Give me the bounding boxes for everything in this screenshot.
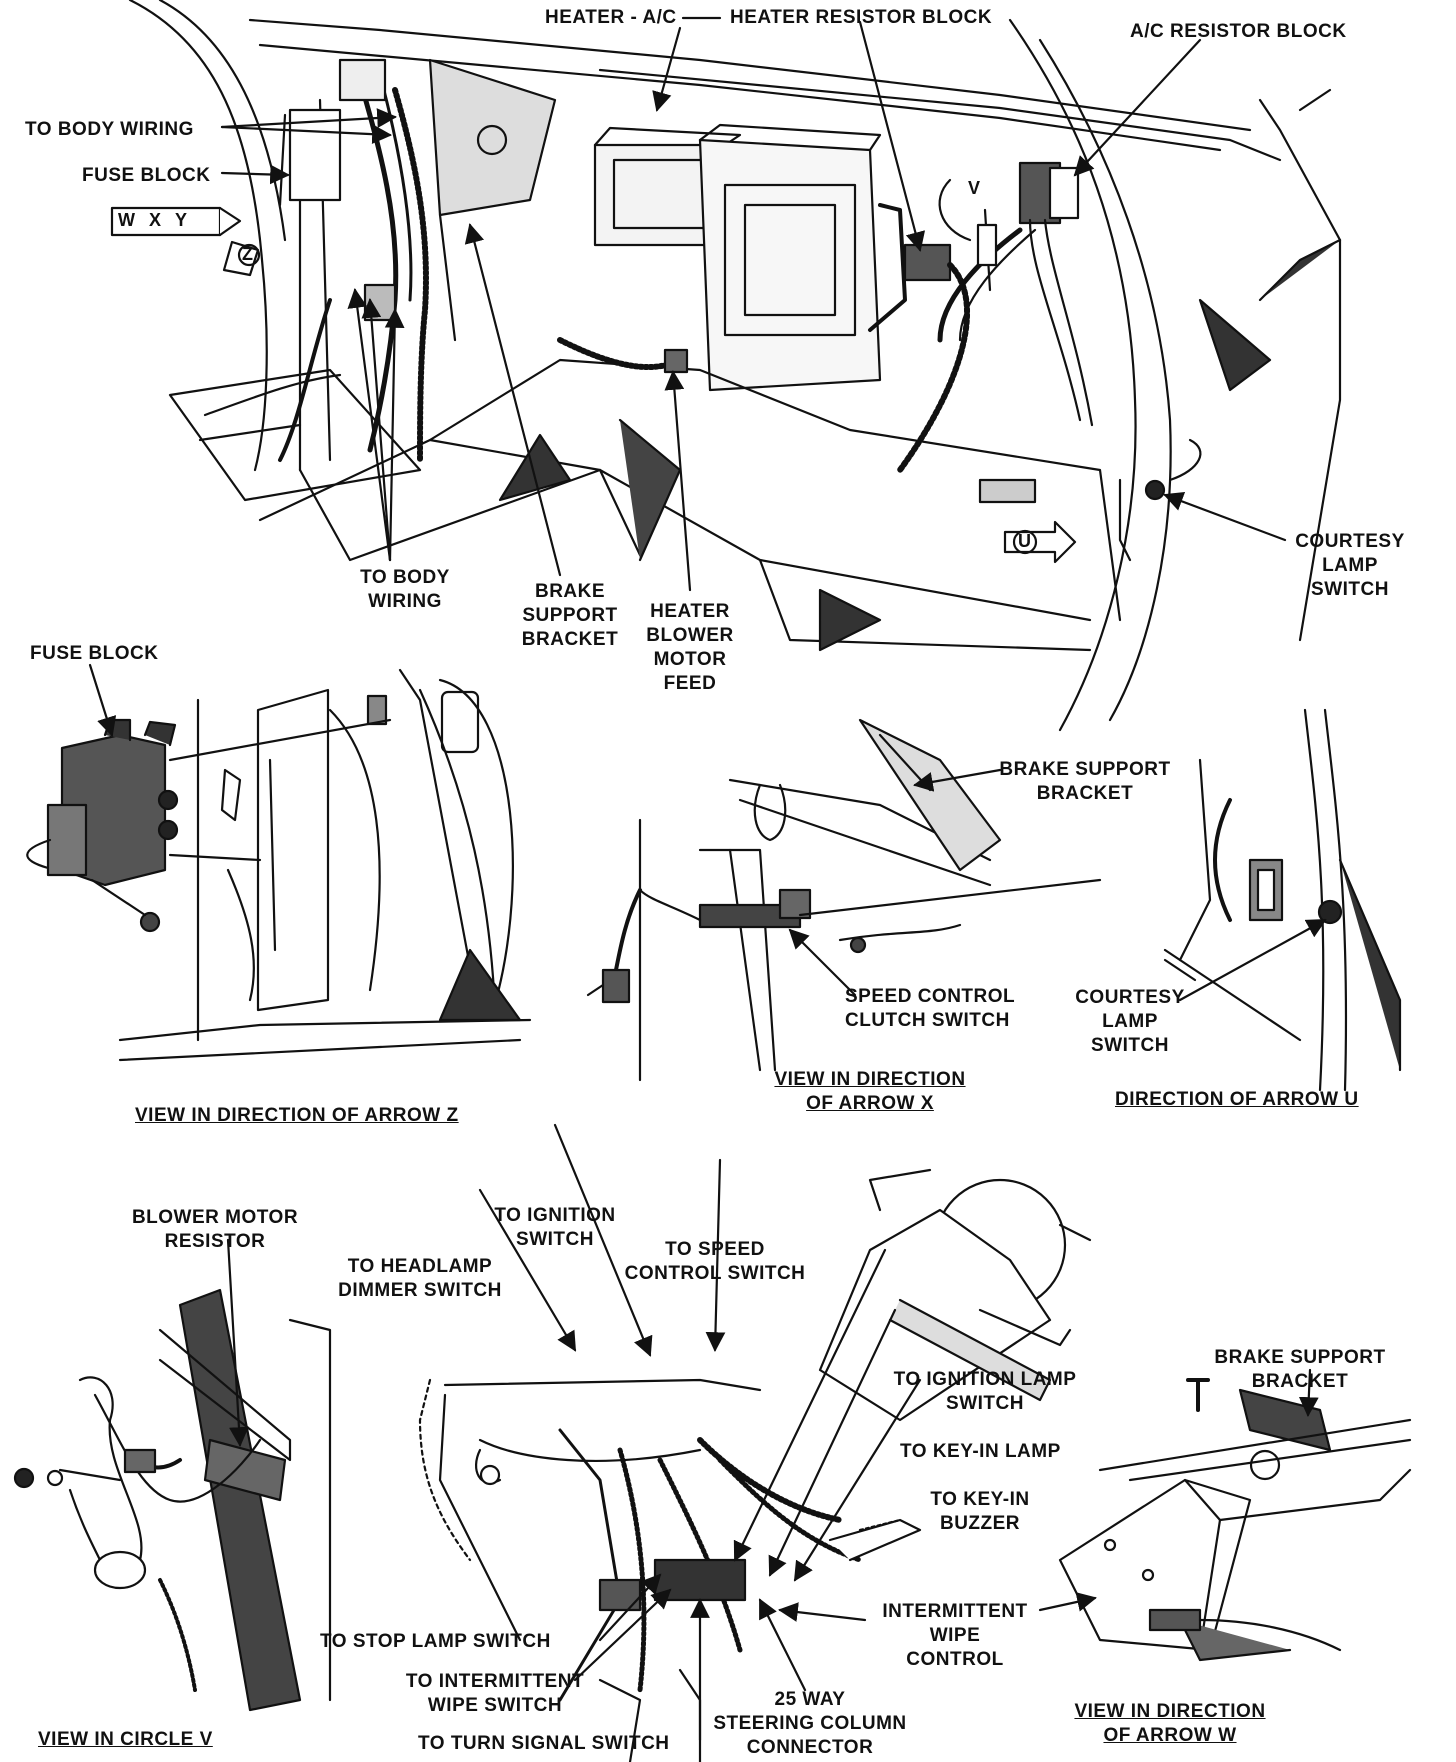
- label-to-key-in-lamp: TO KEY-IN LAMP: [900, 1441, 1061, 1462]
- label-to-key-in-buzzer: TO KEY-IN BUZZER: [930, 1489, 1030, 1534]
- view-v-art: [13, 1238, 332, 1712]
- label-blower-motor-resistor: BLOWER MOTOR RESISTOR: [131, 1207, 299, 1252]
- label-courtesy-lamp-switch-view-u: COURTESY LAMP SWITCH: [1075, 987, 1185, 1056]
- label-to-ignition-switch: TO IGNITION SWITCH: [494, 1205, 616, 1250]
- caption-view-x: VIEW IN DIRECTION OF ARROW X: [774, 1069, 966, 1114]
- label-25-way-steering-column-connector: 25 WAY STEERING COLUMN CONNECTOR: [713, 1689, 907, 1758]
- view-z-art: [26, 663, 532, 1062]
- arrow-badge-wxy: WXY: [118, 210, 202, 230]
- label-brake-support-main: BRAKE SUPPORT BRACKET: [521, 581, 619, 650]
- caption-view-v: VIEW IN CIRCLE V: [38, 1729, 213, 1750]
- label-fuse-block-view-z: FUSE BLOCK: [30, 643, 159, 664]
- view-x-art: [586, 718, 1102, 1082]
- label-to-body-wiring-top: TO BODY WIRING: [25, 119, 194, 140]
- label-heater-resistor-block: HEATER RESISTOR BLOCK: [730, 7, 993, 28]
- label-to-body-wiring-bottom: TO BODY WIRING: [360, 567, 450, 612]
- label-brake-support-view-x: BRAKE SUPPORT BRACKET: [999, 759, 1171, 804]
- column-view-art: [418, 1123, 1092, 1762]
- arrow-badge-z: Z: [242, 244, 253, 264]
- label-courtesy-lamp-switch-main: COURTESY LAMP SWITCH: [1295, 531, 1405, 600]
- label-ac-resistor-block: A/C RESISTOR BLOCK: [1130, 21, 1347, 42]
- label-heater-blower-motor-feed: HEATER BLOWER MOTOR FEED: [646, 601, 734, 694]
- label-to-turn-signal-switch: TO TURN SIGNAL SWITCH: [418, 1733, 670, 1754]
- label-to-intermittent-wipe-switch: TO INTERMITTENT WIPE SWITCH: [405, 1671, 585, 1716]
- label-to-headlamp-dimmer-switch: TO HEADLAMP DIMMER SWITCH: [338, 1256, 502, 1301]
- label-to-ignition-lamp-switch: TO IGNITION LAMP SWITCH: [893, 1369, 1077, 1414]
- label-fuse-block-main: FUSE BLOCK: [82, 165, 211, 186]
- view-u-art: [1163, 708, 1402, 1092]
- main-view-art: [110, 0, 1342, 732]
- label-to-speed-control-switch: TO SPEED CONTROL SWITCH: [624, 1239, 806, 1284]
- label-intermittent-wipe-control: INTERMITTENT WIPE CONTROL: [882, 1601, 1028, 1670]
- label-speed-control-clutch-switch: SPEED CONTROL CLUTCH SWITCH: [845, 986, 1016, 1031]
- view-w-art: [1038, 1368, 1412, 1662]
- label-heater-ac: HEATER - A/C: [545, 7, 677, 28]
- caption-view-u: DIRECTION OF ARROW U: [1115, 1089, 1359, 1110]
- arrow-badge-v: V: [968, 178, 981, 198]
- caption-view-z: VIEW IN DIRECTION OF ARROW Z: [135, 1105, 459, 1126]
- label-to-stop-lamp-switch: TO STOP LAMP SWITCH: [320, 1631, 551, 1652]
- caption-view-w: VIEW IN DIRECTION OF ARROW W: [1074, 1701, 1266, 1746]
- arrow-badge-u: U: [1018, 531, 1031, 551]
- label-brake-support-view-w: BRAKE SUPPORT BRACKET: [1214, 1347, 1386, 1392]
